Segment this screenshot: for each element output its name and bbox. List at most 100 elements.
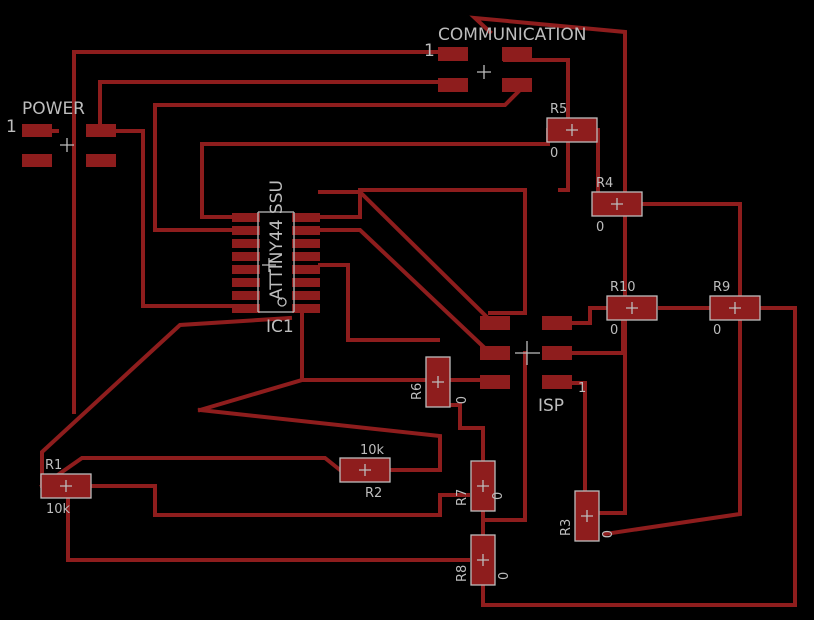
resistor-pad xyxy=(427,358,449,372)
comm-pin1-label: 1 xyxy=(424,41,435,61)
ic-pin-pad xyxy=(292,291,320,300)
trace xyxy=(39,456,343,489)
resistor-name: R3 xyxy=(559,519,574,536)
resistor-pad xyxy=(576,526,598,540)
ic-pin-pad xyxy=(232,226,260,235)
plus-cross-icon xyxy=(477,65,491,79)
trace xyxy=(90,484,470,517)
power-pad xyxy=(86,124,116,137)
ic-outline xyxy=(257,211,295,313)
resistor-pad xyxy=(427,392,449,406)
resistor-name: R8 xyxy=(455,565,470,582)
resistor-value: 10k xyxy=(360,443,385,458)
ic-pin-pad xyxy=(292,213,320,222)
plus-cross-icon xyxy=(359,464,371,476)
resistor-pad xyxy=(76,475,90,497)
ic-pin-pad xyxy=(292,239,320,248)
ic-pin-pad xyxy=(292,265,320,274)
ic-pin-pad xyxy=(232,252,260,261)
trace xyxy=(98,80,442,133)
resistor-pad xyxy=(472,536,494,550)
trace xyxy=(481,306,797,607)
power-pin1-label: 1 xyxy=(6,117,17,137)
trace xyxy=(72,50,442,414)
communication-connector: COMMUNICATION 1 xyxy=(424,25,586,92)
trace xyxy=(66,496,470,562)
resistor-name: R9 xyxy=(713,280,730,295)
trace xyxy=(318,263,440,342)
trace xyxy=(481,351,527,522)
plus-cross-icon xyxy=(477,480,489,492)
resistor-r8: R8 0 xyxy=(455,534,512,586)
comm-pad xyxy=(438,47,468,61)
resistor-r3: R3 0 xyxy=(559,490,613,542)
power-pad xyxy=(22,154,52,167)
resistor-pad xyxy=(593,193,607,215)
resistor-name: R4 xyxy=(596,176,613,191)
resistor-pad xyxy=(548,119,562,141)
ic-pin-pad xyxy=(292,252,320,261)
trace xyxy=(318,188,527,315)
resistor-pad xyxy=(375,459,389,481)
trace xyxy=(318,228,493,356)
resistor-r5: R5 0 xyxy=(546,102,598,161)
plus-cross-icon xyxy=(626,302,638,314)
ic1-chip: IC1 ATTINY44 SSU xyxy=(232,180,320,337)
isp-connector: ISP 1 xyxy=(480,316,586,416)
resistor-name: R7 xyxy=(455,489,470,506)
comm-pad xyxy=(502,78,532,92)
resistor-pad xyxy=(576,492,598,506)
ic-pin-pad xyxy=(292,304,320,313)
resistor-name: R10 xyxy=(610,280,636,295)
ic-pin-pad xyxy=(232,291,260,300)
resistor-value: 0 xyxy=(598,530,613,538)
resistor-r9: R9 0 xyxy=(709,280,761,338)
isp-pad xyxy=(542,375,572,389)
resistor-value: 0 xyxy=(497,572,512,580)
trace xyxy=(197,407,442,472)
isp-pad xyxy=(480,316,510,330)
isp-pad xyxy=(542,316,572,330)
resistor-pad xyxy=(711,297,725,319)
resistor-r1: R1 10k xyxy=(40,458,92,517)
ic-pin-pad xyxy=(232,265,260,274)
communication-label: COMMUNICATION xyxy=(438,25,586,45)
power-pad xyxy=(22,124,52,137)
plus-cross-icon xyxy=(60,480,72,492)
ic-pin-pad xyxy=(292,278,320,287)
resistor-pad xyxy=(627,193,641,215)
ic-pin-pad xyxy=(232,213,260,222)
plus-cross-icon xyxy=(60,138,74,152)
resistor-r6: R6 0 xyxy=(410,356,467,408)
resistor-value: 0 xyxy=(713,323,721,338)
plus-cross-icon xyxy=(611,198,623,210)
resistor-pad xyxy=(582,119,596,141)
resistor-value: 0 xyxy=(596,220,604,235)
plus-cross-icon xyxy=(729,302,741,314)
power-pad xyxy=(86,154,116,167)
resistor-pad xyxy=(472,496,494,510)
power-label: POWER xyxy=(22,99,85,119)
trace xyxy=(318,190,498,328)
trace xyxy=(98,129,234,308)
trace xyxy=(200,128,550,219)
comm-pad xyxy=(438,78,468,92)
trace xyxy=(602,202,742,537)
trace xyxy=(436,403,485,465)
resistor-name: R2 xyxy=(365,486,382,501)
plus-cross-icon xyxy=(566,124,578,136)
resistor-pad xyxy=(608,297,622,319)
resistor-name: R6 xyxy=(410,383,425,400)
resistor-value: 10k xyxy=(46,502,71,517)
power-connector: POWER 1 xyxy=(6,99,116,167)
resistor-pad xyxy=(472,570,494,584)
ic-name-label: IC1 xyxy=(266,317,294,337)
ic-pin-pad xyxy=(292,226,320,235)
resistor-pad xyxy=(42,475,56,497)
resistor-r2: 10k R2 xyxy=(339,443,391,501)
plus-cross-icon xyxy=(432,376,444,388)
trace xyxy=(469,15,627,515)
resistor-pad xyxy=(642,297,656,319)
resistor-value: 0 xyxy=(550,146,558,161)
resistor-name: R1 xyxy=(45,458,62,473)
